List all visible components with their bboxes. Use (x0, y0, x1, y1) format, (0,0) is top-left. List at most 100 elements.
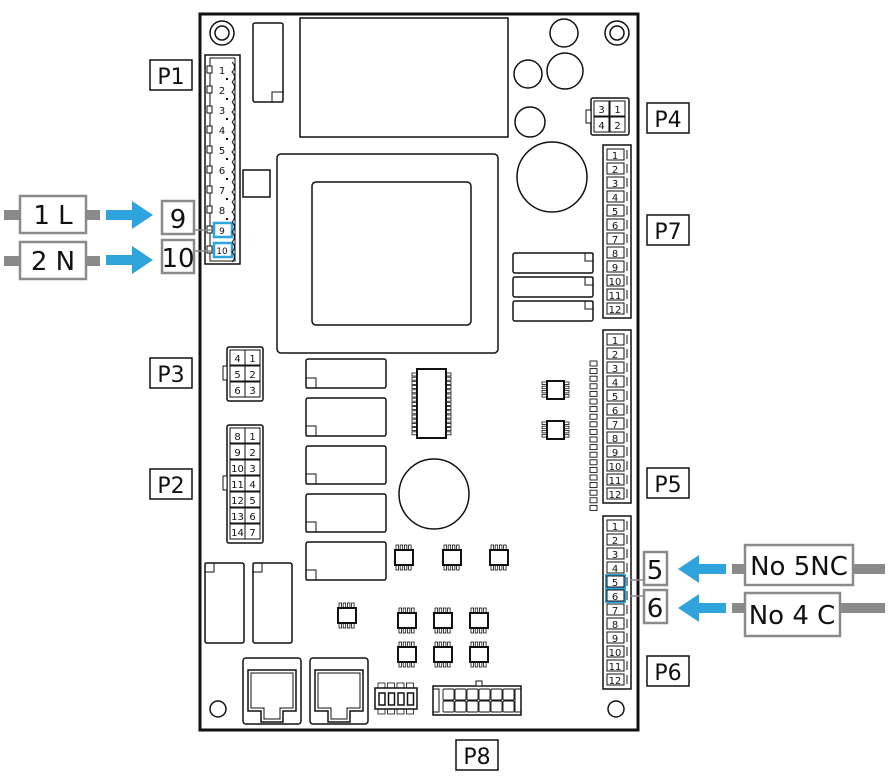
wire-stub (84, 256, 100, 266)
dip-switch-pin (377, 682, 386, 689)
p6-connector-pin-screw (623, 548, 628, 559)
small-ic-pin (474, 641, 479, 648)
ic-pin (445, 406, 452, 411)
small-ic-pin (498, 544, 503, 551)
test-point (589, 413, 598, 420)
p1-pin-marker (226, 218, 228, 220)
p1-pin-marker (226, 118, 228, 120)
ic-pin (411, 372, 418, 377)
ic-pin (445, 372, 452, 377)
small-ic-pin (438, 641, 443, 648)
small-ic-pin (483, 607, 487, 614)
small-ic-pin (470, 641, 474, 648)
p3-connector-pin-number: 5 (234, 370, 240, 381)
p7-connector-pin-screw (623, 247, 628, 258)
small-ic-pin (503, 564, 507, 571)
small-ic-pin (408, 564, 412, 571)
small-ic-pin (456, 544, 460, 551)
small-ic-pin (447, 544, 452, 551)
svg-text:P4: P4 (654, 108, 681, 133)
small-ic-pin (563, 394, 570, 398)
p3-connector-pin-number: 1 (249, 354, 255, 365)
terminal-number-box (642, 550, 669, 587)
small-ic-pin (494, 544, 499, 551)
p6-connector-pin-number: 6 (612, 592, 618, 603)
mounting-hole-bottom-left (209, 700, 227, 718)
p4-latch (585, 109, 592, 124)
terminal-number: 6 (647, 594, 664, 624)
p4-pin-number: 2 (614, 121, 620, 132)
p6-connector-pin-screw (623, 660, 628, 671)
dip-switch-toggle[interactable] (406, 692, 415, 706)
small-ic-pin (483, 627, 487, 634)
test-point (589, 466, 598, 473)
p5-connector-pin-screw (623, 362, 628, 373)
p2-connector-pin-number: 2 (249, 448, 255, 459)
p3-connector-cell (244, 349, 261, 366)
small-ic-pin (563, 421, 570, 425)
small-ic-pin (398, 661, 402, 668)
relay (305, 445, 387, 485)
relay-vertical-2 (252, 562, 293, 644)
small-ic-pin (406, 661, 411, 668)
ic-pin (411, 389, 418, 394)
p2-connector-pin-number: 6 (249, 512, 255, 523)
relay-vertical-2-tab (252, 562, 263, 573)
p1-pin-number: 10 (216, 247, 228, 257)
p1-pin-wave (231, 121, 235, 143)
test-point (589, 504, 598, 511)
p5-connector-pin-screw (623, 390, 628, 401)
wire-stub (4, 256, 22, 266)
small-ic-pin (494, 564, 499, 571)
p2-connector-pin-number: 4 (249, 480, 255, 491)
dip-switch-toggle[interactable] (387, 692, 396, 706)
p5-connector-pin-number: 10 (609, 462, 622, 473)
small-ic-pin (541, 429, 548, 434)
small-ic-pin (442, 641, 447, 648)
p7-connector-pin-screw (623, 177, 628, 188)
p6-connector-pin-number: 2 (612, 536, 618, 547)
p1-pin-marker (226, 138, 228, 140)
small-ic-pin (483, 661, 487, 668)
p3-connector-cell (244, 365, 261, 382)
p5-connector-pin-screw (623, 474, 628, 485)
p1-pin-contact (206, 185, 213, 194)
relay-tab (305, 473, 317, 485)
small-ic-pin (541, 394, 548, 398)
ic-pin (411, 380, 418, 385)
p5-connector-pin-number: 11 (609, 476, 622, 487)
relay-tab (305, 377, 317, 389)
label-p3: P3 (149, 357, 193, 389)
ic-pin (445, 389, 452, 394)
p5-connector-pin-number: 3 (612, 364, 618, 375)
p7-connector-pin-number: 8 (612, 249, 618, 260)
p7-connector-pin-screw (623, 219, 628, 230)
dip-switch-toggle[interactable] (397, 692, 405, 706)
p7-connector-pin-number: 12 (609, 305, 622, 316)
p7-connector-pin-screw (623, 233, 628, 244)
wire-stub (853, 564, 885, 574)
test-point (589, 444, 598, 451)
p7-connector-pin-number: 11 (609, 291, 622, 302)
dip-switch[interactable] (374, 682, 418, 715)
p1-pin-wave (231, 141, 235, 163)
arrow-right-icon (106, 201, 153, 229)
p3-connector-latch (222, 365, 228, 381)
dip-switch-toggle[interactable] (378, 692, 386, 706)
test-point (589, 474, 598, 481)
ic-pin (411, 414, 418, 419)
p2-connector-pin-number: 13 (231, 512, 244, 523)
p4-pin-number: 4 (598, 121, 604, 132)
label-p2: P2 (149, 468, 193, 500)
p8-pin-cell (454, 688, 467, 701)
p1-pin-wave (231, 221, 235, 243)
small-ic-pin (563, 389, 570, 394)
ic-pin (411, 385, 418, 390)
svg-text:P2: P2 (157, 474, 184, 499)
main-transformer-core (311, 181, 472, 326)
p5-connector-pin-screw (623, 376, 628, 387)
small-ic-pin (541, 434, 548, 438)
capacitor-small-2 (513, 59, 543, 89)
p1-pin-contact (206, 205, 213, 214)
p2-connector-pin-number: 5 (249, 496, 255, 507)
